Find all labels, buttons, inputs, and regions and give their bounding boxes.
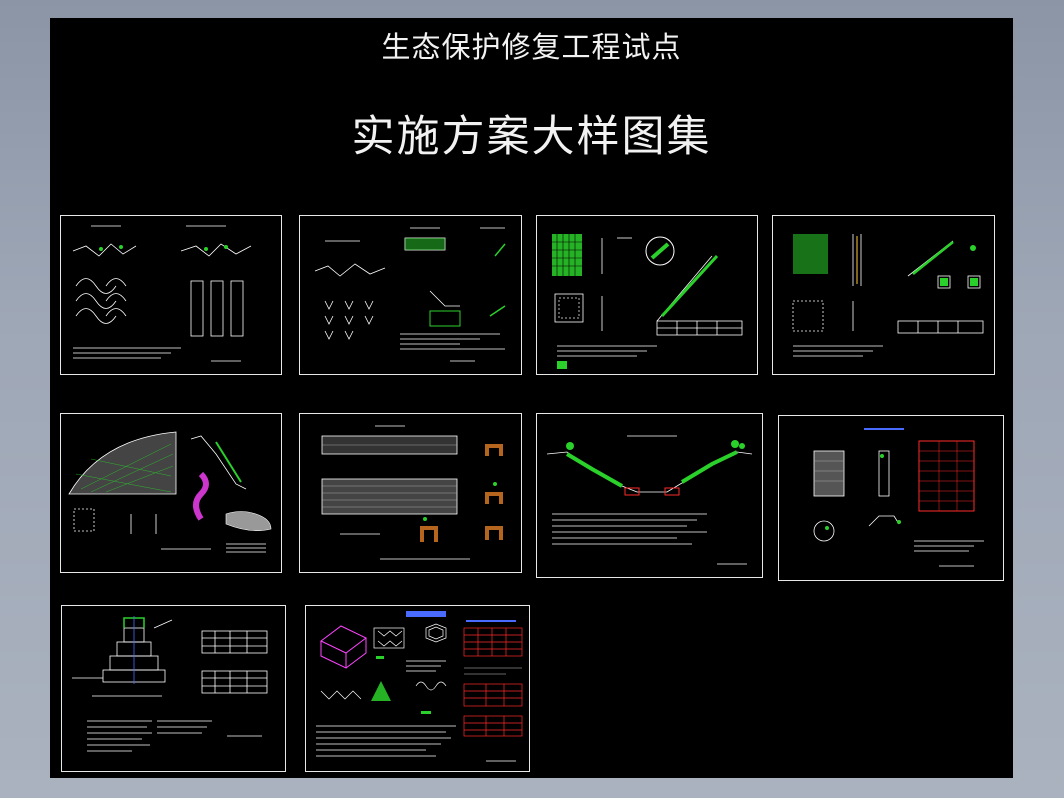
drawing-sheet-4[interactable] [772, 215, 995, 375]
drawing-sheet-3[interactable] [536, 215, 758, 375]
sheet-9-graphics [72, 616, 268, 752]
sheet-2-graphics [314, 227, 506, 362]
sheet-6-graphics [321, 425, 503, 560]
sheet-7-graphics [546, 435, 753, 565]
sheet-1-graphics [72, 225, 252, 362]
drawing-sheet-6[interactable] [299, 413, 522, 573]
drawing-title-line1: 生态保护修复工程试点 [381, 30, 682, 64]
sheet-10-graphics [316, 611, 523, 762]
drawing-sheet-7[interactable] [536, 413, 763, 578]
drawing-sheet-10[interactable] [305, 605, 530, 772]
drawing-sheet-8[interactable] [778, 415, 1004, 581]
drawing-title-line2: 实施方案大样图集 [351, 112, 712, 162]
sheet-4-graphics [792, 234, 984, 357]
sheet-8-graphics [813, 428, 984, 567]
drawing-sheet-1[interactable] [60, 215, 282, 375]
drawing-sheet-5[interactable] [60, 413, 282, 573]
drawing-sheet-9[interactable] [61, 605, 286, 772]
sheet-3-graphics [552, 234, 743, 369]
cad-model-space[interactable]: 生态保护修复工程试点 实施方案大样图集 [50, 18, 1013, 778]
sheet-5-graphics [68, 431, 272, 553]
drawing-sheet-2[interactable] [299, 215, 522, 375]
